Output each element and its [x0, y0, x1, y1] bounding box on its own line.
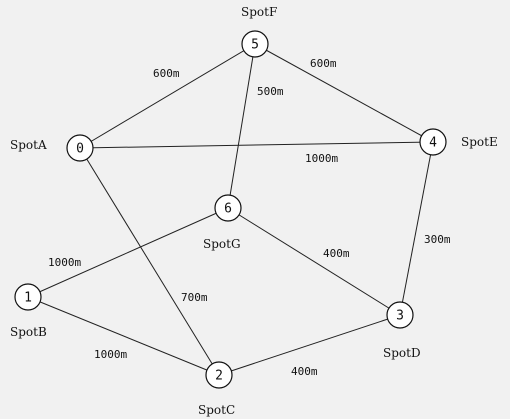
node-0: 0 SpotA	[10, 134, 94, 162]
edge-label-2-3: 400m	[291, 365, 318, 378]
node-circle-3	[386, 301, 414, 329]
edge-label-6-1: 1000m	[48, 256, 81, 269]
node-circle-4	[419, 128, 447, 156]
node-name-3: SpotD	[383, 346, 421, 360]
node-5: 5 SpotF	[241, 5, 277, 58]
node-id-6: 6	[224, 202, 232, 217]
node-id-1: 1	[24, 291, 32, 306]
node-circle-6	[214, 194, 242, 222]
edge-6-3	[227, 207, 401, 316]
edges-layer	[27, 43, 434, 376]
node-name-0: SpotA	[10, 138, 47, 152]
node-name-4: SpotE	[461, 135, 498, 149]
node-circle-2	[205, 361, 233, 389]
edge-5-4	[254, 43, 434, 143]
node-id-2: 2	[215, 369, 223, 384]
edge-label-1-2: 1000m	[94, 348, 127, 361]
edge-4-3	[399, 141, 434, 316]
node-id-0: 0	[76, 142, 84, 157]
edge-label-0-4: 1000m	[305, 152, 338, 165]
node-circle-1	[14, 283, 42, 311]
node-name-6: SpotG	[203, 237, 241, 251]
edge-6-1	[27, 207, 229, 298]
edge-label-0-5: 600m	[153, 67, 180, 80]
edge-label-4-3: 300m	[424, 233, 451, 246]
edge-1-2	[27, 296, 220, 376]
edge-0-2	[79, 147, 220, 376]
edge-labels-layer: 600m 600m 500m 1000m 300m 1000m 400m 700m 1000m 4…	[48, 57, 451, 378]
node-id-4: 4	[429, 136, 437, 151]
edge-5-6	[227, 43, 256, 209]
node-circle-0	[66, 134, 94, 162]
node-id-3: 3	[396, 309, 404, 324]
node-4: 4 SpotE	[419, 128, 498, 156]
edge-2-3	[218, 314, 401, 376]
edge-label-6-3: 400m	[323, 247, 350, 260]
edge-label-0-2: 700m	[181, 291, 208, 304]
edge-label-5-6: 500m	[257, 85, 284, 98]
node-name-1: SpotB	[10, 325, 47, 339]
edge-0-5	[79, 43, 256, 149]
edge-label-5-4: 600m	[310, 57, 337, 70]
node-name-2: SpotC	[198, 403, 235, 417]
edge-0-4	[79, 141, 434, 149]
node-circle-5	[241, 30, 269, 58]
node-id-5: 5	[251, 38, 259, 53]
node-name-5: SpotF	[241, 5, 277, 19]
